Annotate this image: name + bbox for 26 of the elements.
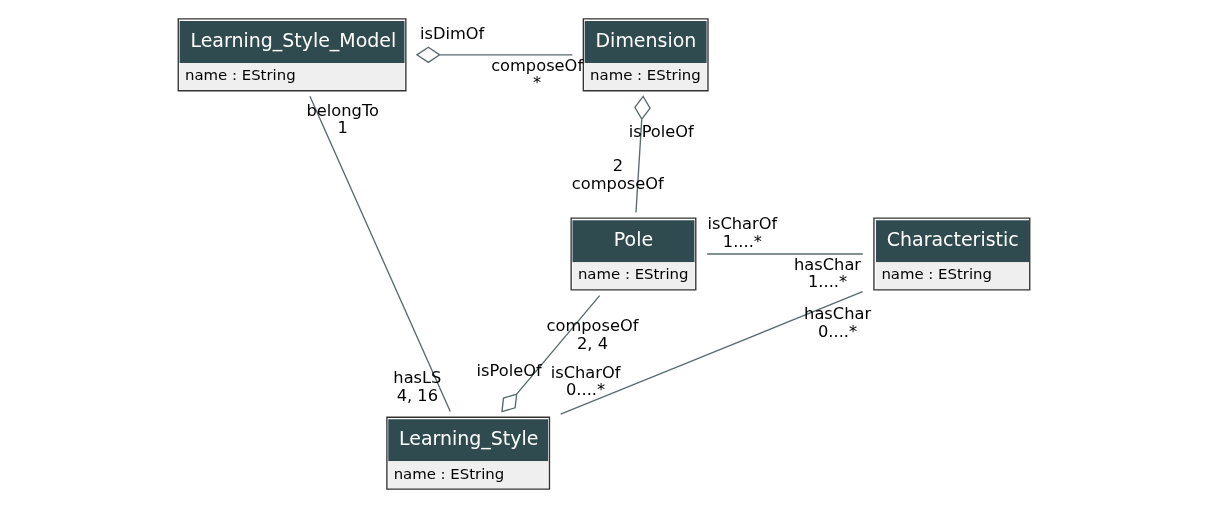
label: hasLS [392,368,441,388]
connector [706,253,863,255]
connector [559,290,863,415]
label: hasChar [793,254,861,274]
label: 2 [612,156,623,176]
label: 2, 4 [576,333,608,353]
label: composeOf [546,315,638,335]
label: belongTo [306,100,379,120]
label: composeOf [490,55,583,75]
label: 1....* [807,272,847,292]
label: * [532,73,541,93]
connector [500,294,600,413]
label: 1....* [722,231,762,251]
label: isCharOf [550,362,620,382]
label: isCharOf [706,214,777,234]
label: hasChar [803,304,871,324]
connector [633,95,651,214]
label: 0....* [817,321,857,341]
label: composeOf [571,174,664,194]
label: 4, 16 [396,385,438,405]
label: 0....* [565,380,605,400]
connector [415,46,573,64]
label: 1 [337,118,348,138]
label: isDimOf [419,23,484,43]
connector [308,95,451,413]
label: isPoleOf [628,122,694,142]
